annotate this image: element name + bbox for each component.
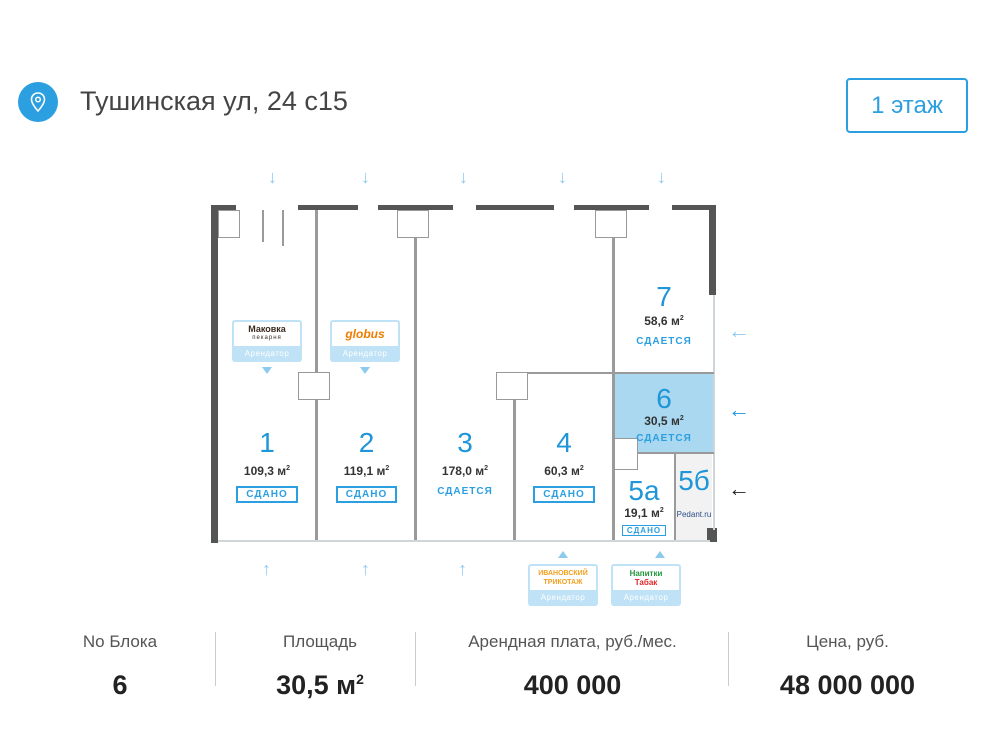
entrance-arrow-icon: ↑ bbox=[262, 559, 271, 579]
restroom-icon bbox=[614, 438, 638, 470]
stat-rent: Арендная плата, руб./мес.400 000 bbox=[468, 632, 677, 700]
entrance-arrow-icon: ↓ bbox=[268, 167, 277, 187]
entrance-arrow-icon: ↓ bbox=[657, 167, 666, 187]
room-5a[interactable]: 5а 19,1 м2 СДАНО bbox=[614, 476, 674, 538]
restroom-icon bbox=[496, 372, 528, 400]
pedant-logo: Pedant.ru bbox=[676, 510, 712, 519]
status-badge: СДАНО bbox=[621, 525, 667, 536]
address-title: Тушинская ул, 24 с15 bbox=[80, 86, 348, 116]
location-pin-icon bbox=[18, 82, 58, 122]
entrance-arrow-icon: ↓ bbox=[558, 167, 567, 187]
restroom-icon bbox=[595, 210, 627, 238]
tenant-card-ivanovsky[interactable]: ИВАНОВСКИЙ ТРИКОТАЖ Арендатор bbox=[528, 564, 598, 606]
room-2[interactable]: 2 119,1 м2 СДАНО bbox=[318, 428, 415, 503]
room-6[interactable]: 6 30,5 м2 СДАЕТСЯ bbox=[636, 383, 692, 445]
room-7[interactable]: 7 58,6 м2 СДАЕТСЯ bbox=[636, 281, 692, 348]
status-badge: СДАНО bbox=[533, 486, 595, 503]
entrance-arrow-icon: ↓ bbox=[361, 167, 370, 187]
status-badge: СДАНО bbox=[335, 486, 398, 503]
room-5b[interactable]: 5б Pedant.ru bbox=[676, 465, 712, 520]
floor-selector-button[interactable]: 1 этаж bbox=[846, 78, 968, 133]
entrance-arrow-icon: ← bbox=[728, 476, 750, 501]
status-badge: СДАЕТСЯ bbox=[636, 433, 692, 444]
status-badge: СДАЕТСЯ bbox=[636, 336, 692, 347]
entrance-arrow-icon: ↑ bbox=[361, 559, 370, 579]
room-3[interactable]: 3 178,0 м2 СДАЕТСЯ bbox=[437, 427, 493, 498]
entrance-arrow-icon: ↑ bbox=[458, 559, 467, 579]
tenant-card-globus[interactable]: globus Арендатор bbox=[330, 320, 400, 362]
status-badge: СДАЕТСЯ bbox=[437, 486, 493, 497]
entrance-arrow-icon: ↓ bbox=[459, 167, 468, 187]
restroom-icon bbox=[397, 210, 429, 238]
floor-plan: ↓ ↓ ↓ ↓ ↓ ↑ ↑ ↑ ← ← ← 1 109,3 м2 СДАНО 2… bbox=[211, 167, 750, 606]
stat-price: Цена, руб.48 000 000 bbox=[779, 632, 916, 700]
entrance-arrow-icon: ← bbox=[728, 318, 750, 343]
room-5b-fill[interactable] bbox=[676, 454, 712, 540]
restroom-icon bbox=[218, 210, 240, 238]
status-badge: СДАНО bbox=[236, 486, 298, 503]
room-1[interactable]: 1 109,3 м2 СДАНО bbox=[218, 428, 316, 503]
entrance-arrow-icon: ← bbox=[728, 397, 750, 422]
room-4[interactable]: 4 60,3 м2 СДАНО bbox=[516, 428, 612, 503]
restroom-icon bbox=[298, 372, 330, 400]
